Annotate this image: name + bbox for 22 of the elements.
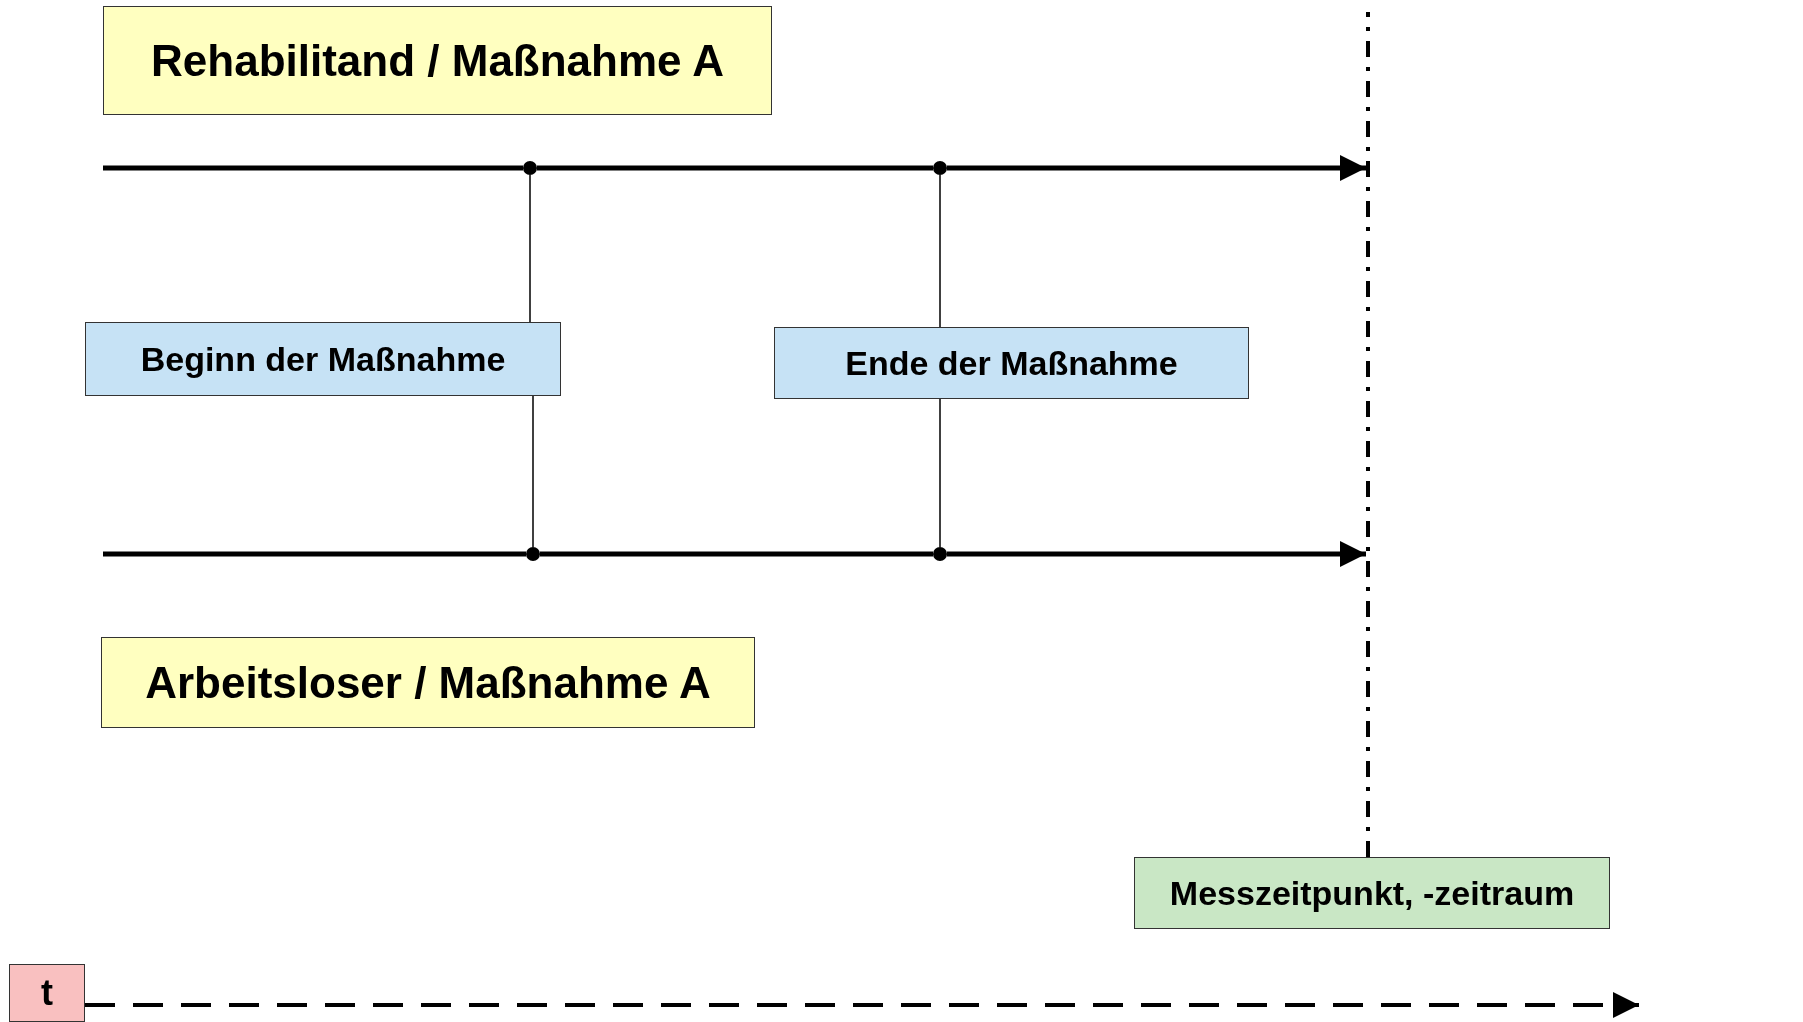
leader-line [532, 395, 534, 548]
group-label: Rehabilitand / Maßnahme A [103, 6, 772, 115]
timeline [537, 165, 933, 171]
arrow [947, 155, 1366, 181]
leader-line [939, 398, 941, 548]
arrow [947, 541, 1366, 567]
leader-line [529, 174, 531, 323]
junction-dot [933, 161, 947, 175]
junction-dot [523, 161, 537, 175]
junction-dot [933, 547, 947, 561]
dash-dot-line [1366, 12, 1370, 857]
event-label: Beginn der Maßnahme [85, 322, 561, 396]
time-axis-label: t [9, 964, 85, 1022]
timeline [540, 551, 933, 557]
timeline [103, 551, 526, 557]
timeline [103, 165, 523, 171]
measurement-label: Messzeitpunkt, -zeitraum [1134, 857, 1610, 929]
group-label: Arbeitsloser / Maßnahme A [101, 637, 755, 728]
arrow [85, 992, 1639, 1018]
junction-dot [526, 547, 540, 561]
leader-line [939, 174, 941, 328]
event-label: Ende der Maßnahme [774, 327, 1249, 399]
